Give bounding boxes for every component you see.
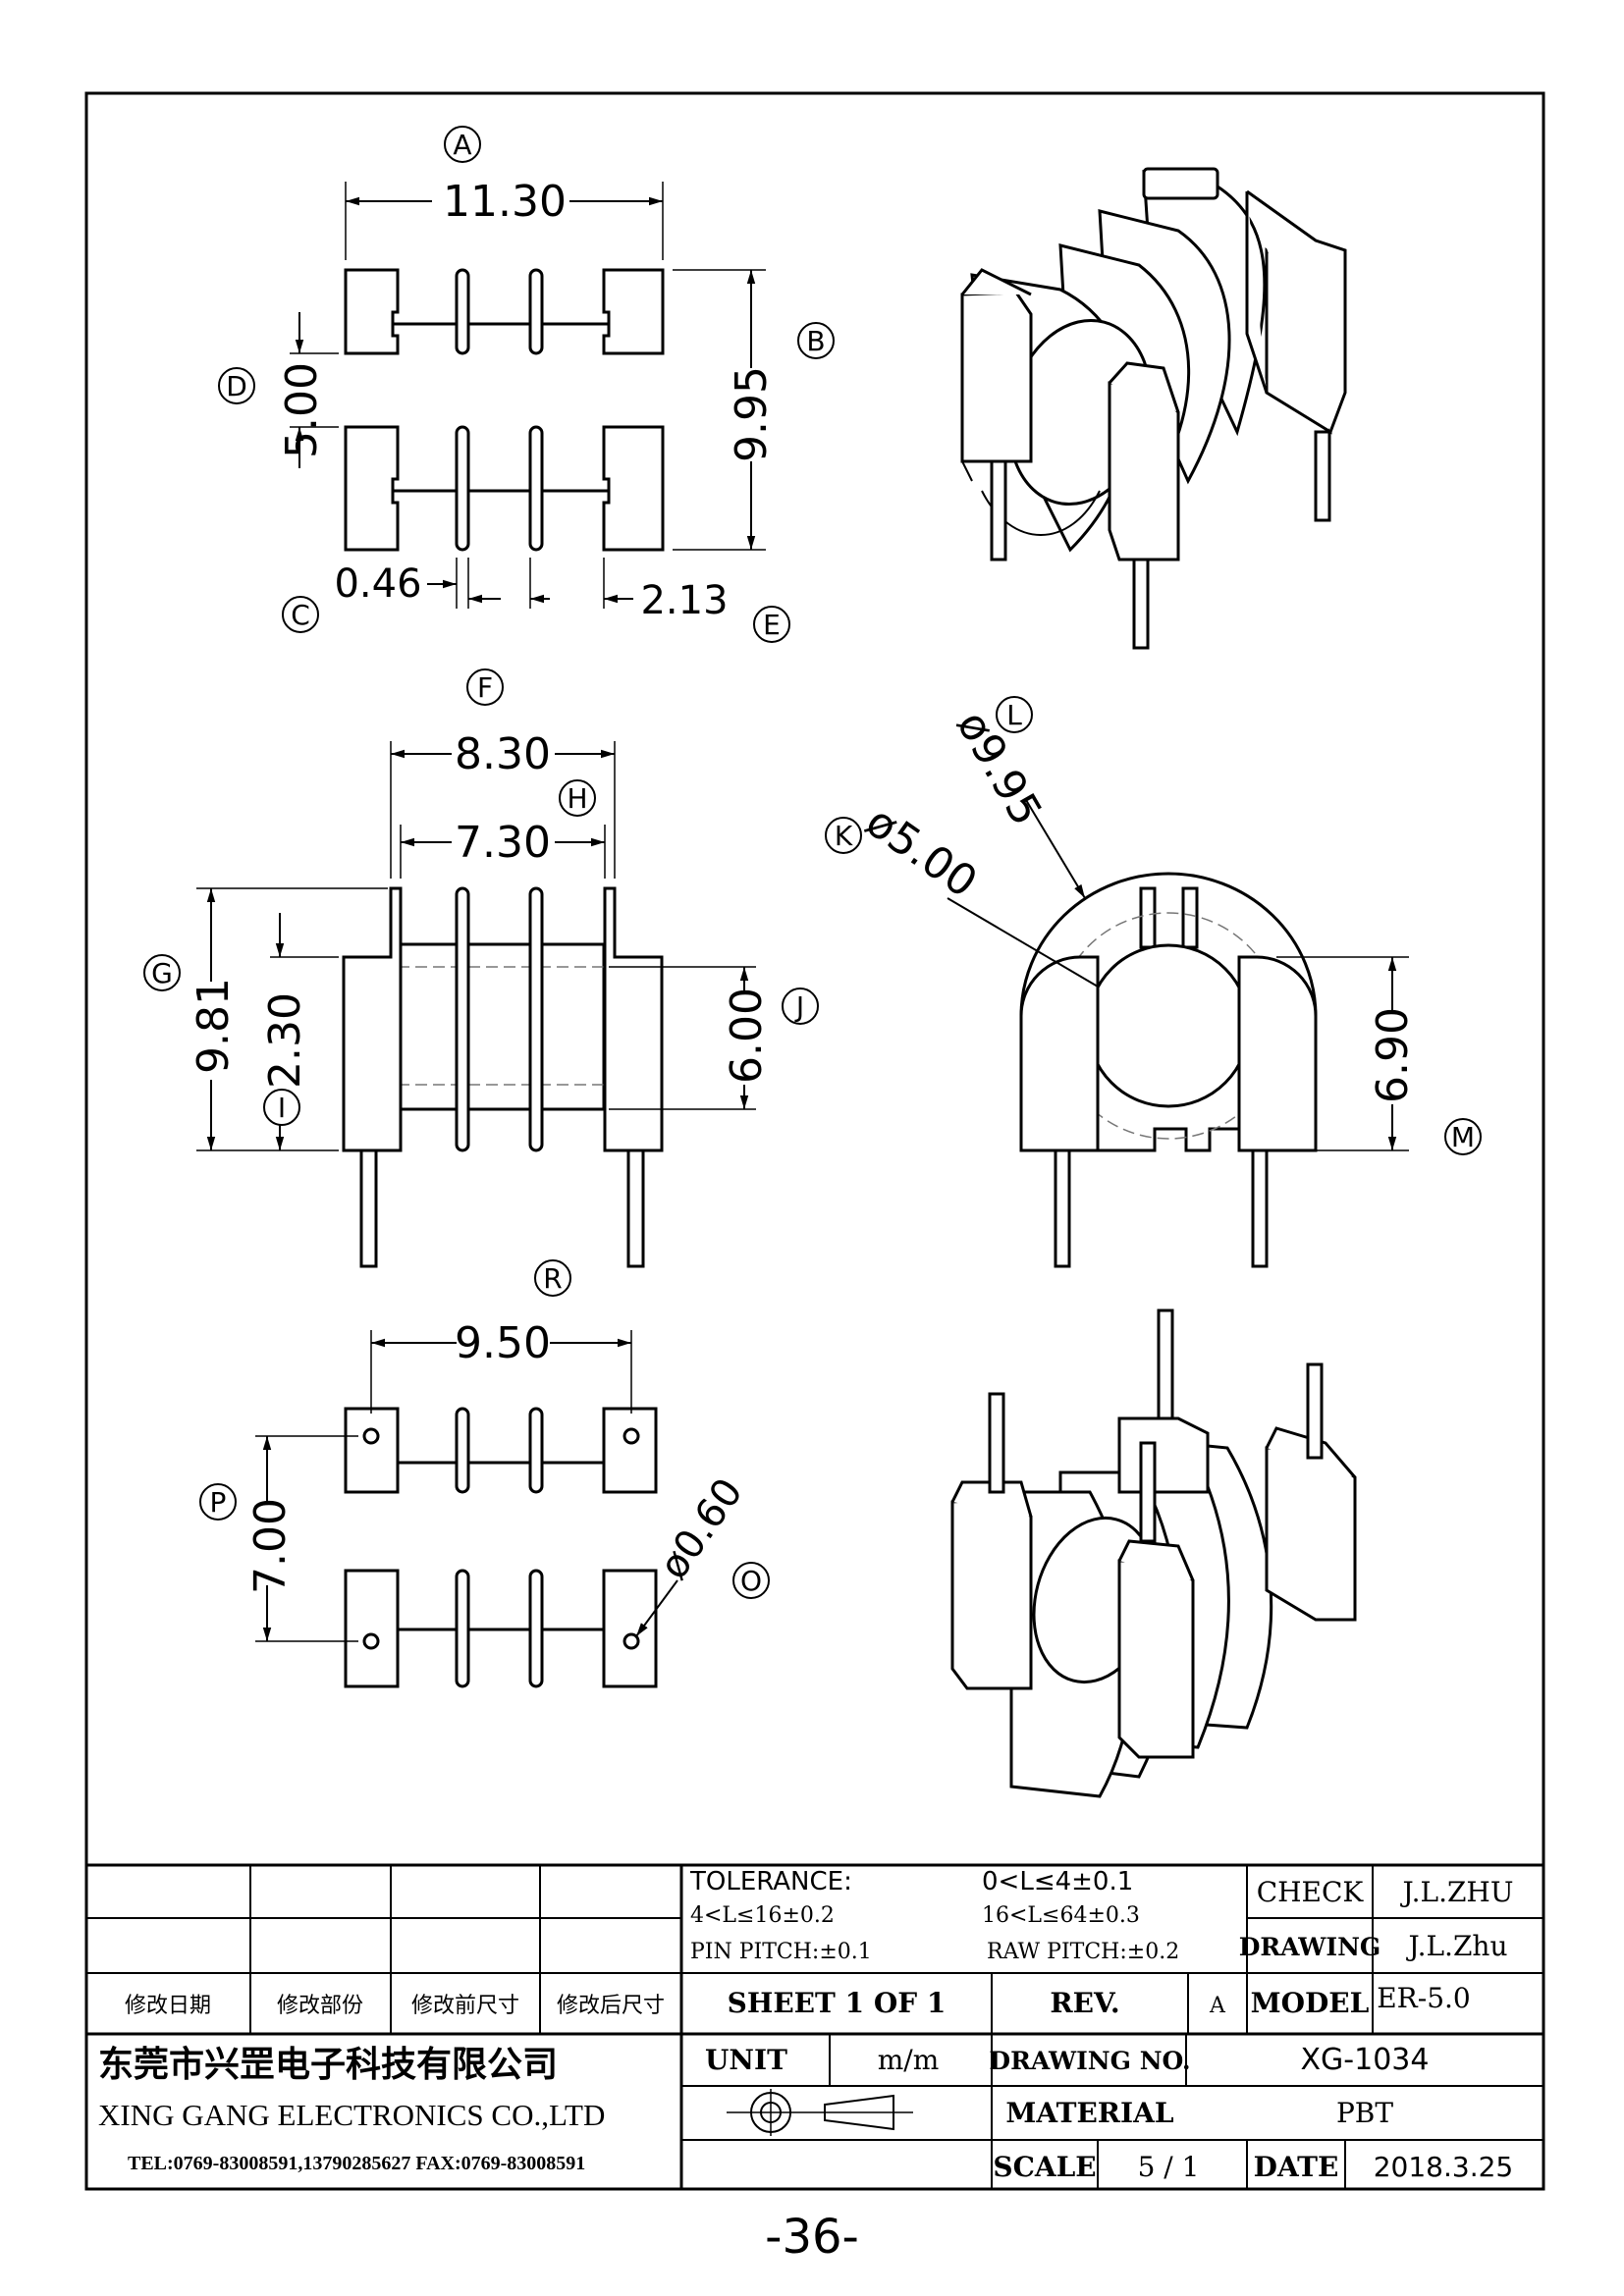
tolerance-1: 0<L≤4±0.1 — [982, 1867, 1133, 1896]
top-view — [290, 182, 766, 609]
scale-value: 5 / 1 — [1138, 2151, 1200, 2183]
iso-view-top — [960, 167, 1347, 650]
bubble-g: G — [143, 954, 181, 991]
bubble-j: J — [782, 988, 819, 1025]
svg-text:F: F — [477, 671, 493, 704]
dim-c-value: 0.46 — [334, 561, 421, 607]
dim-k-value: ø5.00 — [857, 796, 987, 907]
company-contact: TEL:0769-83008591,13790285627 FAX:0769-8… — [128, 2153, 585, 2174]
company-name-en: XING GANG ELECTRONICS CO.,LTD — [98, 2098, 605, 2132]
bubble-r: R — [534, 1259, 571, 1297]
svg-text:I: I — [278, 1092, 286, 1124]
sheet-border — [84, 91, 1545, 2191]
bubble-o: O — [732, 1562, 770, 1599]
dim-p-value: 7.00 — [245, 1498, 296, 1594]
bubble-l: L — [996, 696, 1033, 733]
svg-text:K: K — [835, 820, 853, 852]
bubble-a: A — [444, 126, 481, 163]
svg-text:B: B — [806, 325, 825, 357]
model-label: MODEL — [1251, 1987, 1370, 2019]
dim-j-value: 6.00 — [722, 988, 772, 1084]
dim-g-value: 9.81 — [189, 978, 239, 1074]
svg-text:J: J — [794, 990, 804, 1023]
material-label: MATERIAL — [1005, 2097, 1173, 2129]
sheet-info: SHEET 1 OF 1 — [728, 1987, 947, 2019]
scale-label: SCALE — [993, 2151, 1096, 2183]
company-name-cn: 东莞市兴罡电子科技有限公司 — [98, 2045, 558, 2085]
drawing-no-value: XG-1034 — [1301, 2043, 1430, 2077]
bottom-view — [255, 1330, 678, 1688]
drawing-value: J.L.Zhu — [1406, 1930, 1508, 1962]
dim-e-value: 2.13 — [640, 578, 728, 623]
balloon-labels: A B C D E F G H I J K L M O P R — [143, 126, 1482, 1599]
bubble-k: K — [825, 817, 862, 854]
bubble-f: F — [466, 668, 504, 706]
dim-m-value: 6.90 — [1368, 1007, 1418, 1103]
bubble-i: I — [263, 1089, 300, 1126]
check-label: CHECK — [1257, 1876, 1365, 1908]
page-number: -36- — [765, 2210, 859, 2265]
svg-text:M: M — [1451, 1121, 1475, 1153]
date-label: DATE — [1254, 2151, 1339, 2183]
svg-text:C: C — [291, 599, 310, 631]
svg-text:E: E — [763, 609, 781, 641]
rev-header-part: 修改部份 — [277, 1994, 363, 2018]
dim-f-value: 8.30 — [455, 729, 551, 779]
side-view — [947, 799, 1409, 1268]
tolerance-label: TOLERANCE: — [689, 1867, 852, 1896]
front-view — [196, 741, 756, 1268]
date-value: 2018.3.25 — [1374, 2151, 1514, 2183]
raw-pitch: RAW PITCH:±0.2 — [987, 1940, 1179, 1964]
bubble-d: D — [218, 367, 255, 404]
dim-b-value: 9.95 — [727, 366, 777, 462]
svg-text:L: L — [1006, 699, 1022, 731]
dim-r-value: 9.50 — [455, 1318, 551, 1368]
svg-text:A: A — [453, 129, 471, 161]
rev-value: A — [1209, 1994, 1226, 2018]
unit-value: m/m — [878, 2044, 940, 2076]
tolerance-2: 4<L≤16±0.2 — [690, 1903, 835, 1928]
bubble-m: M — [1444, 1118, 1482, 1155]
dim-i-value: 2.30 — [260, 992, 310, 1089]
svg-text:P: P — [210, 1486, 227, 1519]
pin-pitch: PIN PITCH:±0.1 — [690, 1940, 872, 1964]
bubble-e: E — [753, 606, 790, 643]
iso-view-bottom — [950, 1308, 1357, 1798]
svg-text:H: H — [567, 782, 587, 815]
rev-header-before: 修改前尺寸 — [411, 1994, 519, 2018]
bubble-c: C — [282, 596, 319, 633]
title-block — [86, 1863, 1543, 2189]
check-value: J.L.ZHU — [1400, 1876, 1514, 1908]
material-value: PBT — [1336, 2097, 1393, 2129]
tolerance-3: 16<L≤64±0.3 — [982, 1903, 1140, 1928]
svg-text:O: O — [740, 1565, 762, 1597]
svg-text:R: R — [543, 1262, 562, 1295]
bubble-p: P — [199, 1483, 237, 1521]
projection-symbol — [727, 2089, 913, 2136]
bubble-b: B — [797, 322, 835, 359]
rev-header-date: 修改日期 — [125, 1994, 211, 2018]
svg-text:D: D — [226, 370, 247, 402]
drawing-label: DRAWING — [1239, 1933, 1381, 1961]
dim-h-value: 7.30 — [455, 818, 551, 868]
drawing-no-label: DRAWING NO. — [989, 2047, 1190, 2075]
rev-header-after: 修改后尺寸 — [557, 1994, 665, 2018]
unit-label: UNIT — [705, 2044, 787, 2076]
dim-a-value: 11.30 — [443, 177, 567, 227]
model-value: ER-5.0 — [1377, 1982, 1471, 2014]
dim-d-value: 5.00 — [277, 362, 327, 458]
bubble-h: H — [559, 779, 596, 817]
svg-text:G: G — [151, 957, 173, 989]
rev-label: REV. — [1050, 1987, 1119, 2019]
